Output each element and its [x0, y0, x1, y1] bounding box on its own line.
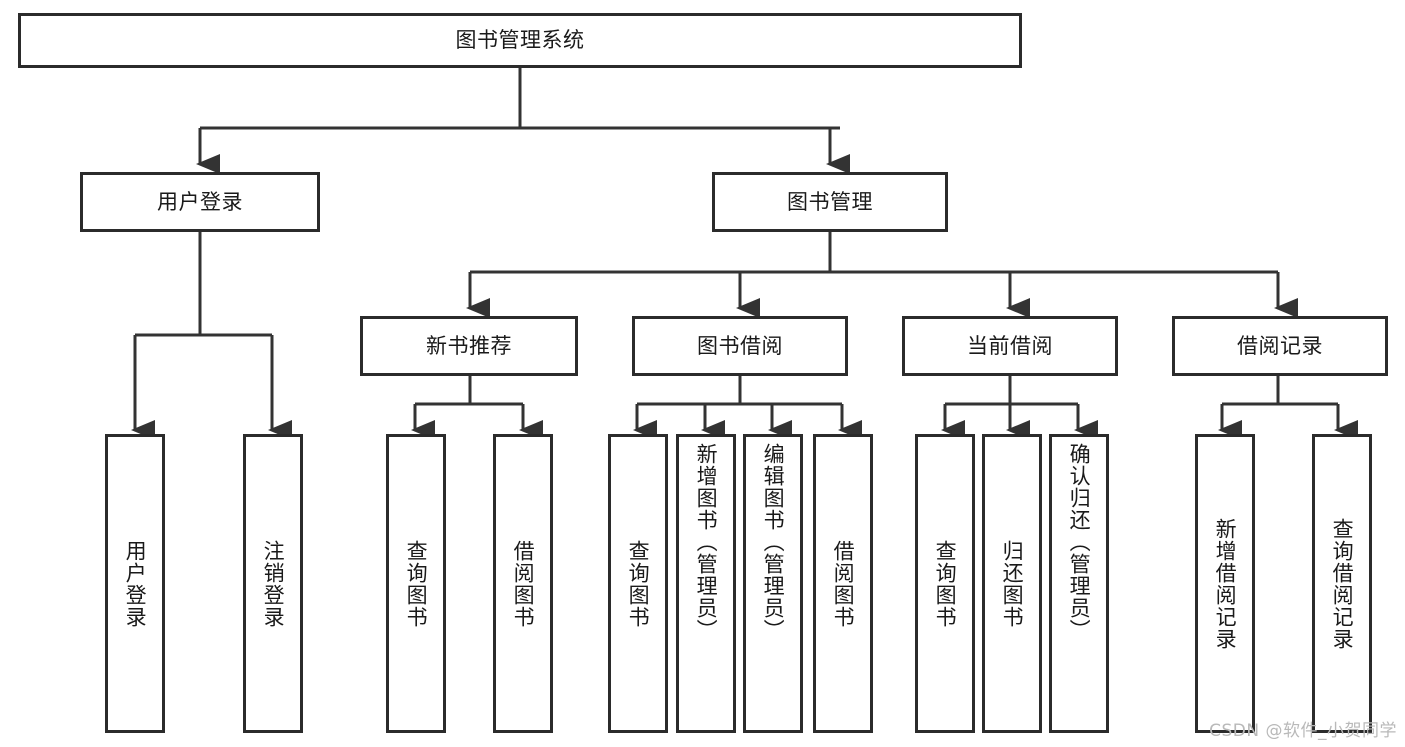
leaf-user-login[interactable]: 用户登录 [105, 434, 165, 733]
node-user-login[interactable]: 用户登录 [80, 172, 320, 232]
node-label: 借阅记录 [1237, 333, 1323, 358]
leaf-query-book-borrow[interactable]: 查询图书 [608, 434, 668, 733]
node-new-book-recommend[interactable]: 新书推荐 [360, 316, 578, 376]
node-book-borrow[interactable]: 图书借阅 [632, 316, 848, 376]
leaf-confirm-return-admin[interactable]: 确认归还（管理员） [1049, 434, 1109, 733]
node-label: 当前借阅 [967, 333, 1053, 358]
node-label: 查询图书 [933, 539, 958, 628]
leaf-add-borrow-record[interactable]: 新增借阅记录 [1195, 434, 1255, 733]
leaf-query-borrow-record[interactable]: 查询借阅记录 [1312, 434, 1372, 733]
leaf-logout[interactable]: 注销登录 [243, 434, 303, 733]
node-label: 查询借阅记录 [1330, 517, 1355, 650]
node-label: 借阅图书 [831, 539, 856, 628]
leaf-edit-book-admin[interactable]: 编辑图书（管理员） [743, 434, 803, 733]
node-label: 新增图书（管理员） [694, 443, 719, 641]
node-book-management[interactable]: 图书管理 [712, 172, 948, 232]
leaf-borrow-book-new[interactable]: 借阅图书 [493, 434, 553, 733]
node-label: 新书推荐 [426, 333, 512, 358]
node-label: 确认归还（管理员） [1067, 443, 1092, 641]
watermark: CSDN @软件_小贺同学 [1209, 721, 1397, 741]
node-label: 新增借阅记录 [1213, 517, 1238, 650]
node-label: 借阅图书 [511, 539, 536, 628]
leaf-query-book-new[interactable]: 查询图书 [386, 434, 446, 733]
leaf-return-book[interactable]: 归还图书 [982, 434, 1042, 733]
leaf-borrow-book[interactable]: 借阅图书 [813, 434, 873, 733]
node-label: 查询图书 [626, 539, 651, 628]
node-label: 图书管理系统 [455, 28, 585, 53]
node-label: 用户登录 [157, 189, 243, 214]
node-label: 查询图书 [404, 539, 429, 628]
leaf-add-book-admin[interactable]: 新增图书（管理员） [676, 434, 736, 733]
node-label: 编辑图书（管理员） [761, 443, 786, 641]
node-label: 注销登录 [261, 539, 286, 628]
node-borrow-record[interactable]: 借阅记录 [1172, 316, 1388, 376]
node-label: 图书管理 [787, 189, 873, 214]
node-label: 图书借阅 [697, 333, 783, 358]
leaf-query-book-current[interactable]: 查询图书 [915, 434, 975, 733]
node-label: 归还图书 [1000, 539, 1025, 628]
node-current-borrow[interactable]: 当前借阅 [902, 316, 1118, 376]
node-root-book-management-system[interactable]: 图书管理系统 [18, 13, 1022, 68]
node-label: 用户登录 [123, 539, 148, 628]
